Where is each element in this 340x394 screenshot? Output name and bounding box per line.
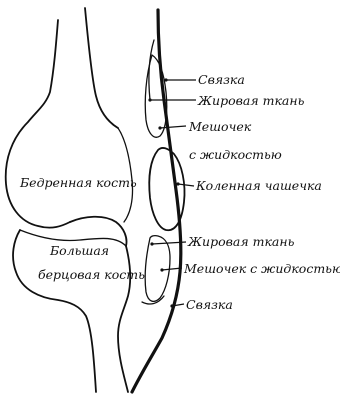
label-patella: Коленная чашечка [195,178,322,193]
label-tibia-line1: Большая [49,243,109,258]
label-bursa-top-line2: с жидкостью [189,147,282,162]
label-fat-top: Жировая ткань [197,93,305,108]
label-ligament-bottom: Связка [186,297,233,312]
label-bursa-top-line1: Мешочек [188,119,252,134]
label-fat-bottom: Жировая ткань [187,234,295,249]
label-ligament-top: Связка [198,72,245,87]
label-bursa-bottom: Мешочек с жидкостью [183,261,340,276]
label-femur: Бедренная кость [19,175,137,190]
label-tibia-line2: берцовая кость [38,267,145,282]
front-ligament-line [132,10,181,392]
femur-outline [6,8,133,246]
